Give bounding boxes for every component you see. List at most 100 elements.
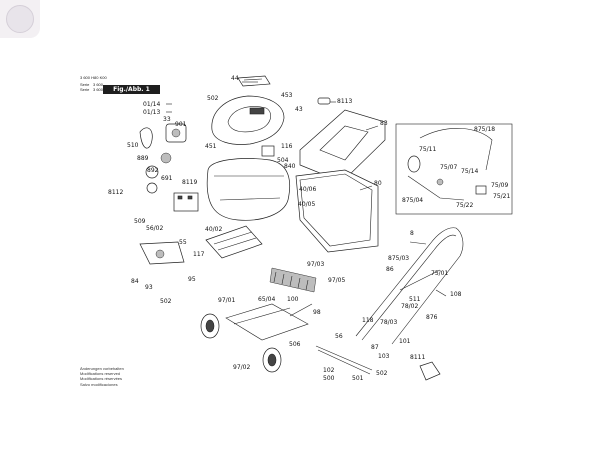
label-65-04: 65/04 xyxy=(258,296,276,303)
label-87: 87 xyxy=(371,344,379,351)
part-main-housing xyxy=(206,158,291,221)
label-506: 506 xyxy=(289,341,301,348)
footer-line-2: Modifications reserved xyxy=(80,371,121,377)
label-8113: 8113 xyxy=(337,98,353,105)
label-44: 44 xyxy=(231,75,239,82)
label-511: 511 xyxy=(409,296,421,303)
label-101: 101 xyxy=(399,338,411,345)
header-line-2b: 3 600 ... xyxy=(93,82,108,87)
label-97-02: 97/02 xyxy=(233,364,251,371)
part-83-grass-box-lid xyxy=(299,109,386,183)
header-line-3b: 3 600 ... xyxy=(93,87,108,92)
header-line-1: 3 600 H80 K00 xyxy=(80,75,107,80)
label-75-21: 75/21 xyxy=(493,193,511,200)
part-40-02-roller xyxy=(205,225,263,259)
label-80: 80 xyxy=(374,180,382,187)
header-line-2a: Serie xyxy=(80,82,90,87)
part-892-wheel xyxy=(145,165,159,179)
label-40-02: 40/02 xyxy=(205,226,223,233)
label-501: 501 xyxy=(352,375,364,382)
part-43-upper-housing xyxy=(211,95,285,145)
part-8113-clip xyxy=(317,97,331,105)
label-840: 840 xyxy=(284,163,296,170)
label-78-02: 78/02 xyxy=(401,303,419,310)
inset-handle-detail xyxy=(395,123,513,215)
label-901: 901 xyxy=(175,121,187,128)
label-502-top: 502 xyxy=(207,95,219,102)
footer-line-4: Salvo modificaciones xyxy=(80,381,118,387)
label-78-03: 78/03 xyxy=(380,319,398,326)
part-wheel-front xyxy=(200,313,220,339)
label-75-09: 75/09 xyxy=(491,182,509,189)
label-102: 102 xyxy=(323,367,335,374)
footer-line-3: Modifications réservées xyxy=(80,376,123,382)
label-86: 86 xyxy=(386,266,394,273)
label-875-18: 875/18 xyxy=(474,126,496,133)
label-40-06: 40/06 xyxy=(299,186,317,193)
label-97-01: 97/01 xyxy=(218,297,236,304)
part-8111-clip xyxy=(419,361,441,381)
label-509: 509 xyxy=(134,218,146,225)
label-453: 453 xyxy=(281,92,293,99)
header-line-3a: Serie xyxy=(80,87,90,92)
label-875-04: 875/04 xyxy=(402,197,424,204)
part-44-cover-plate xyxy=(237,75,271,87)
label-75-01: 75/01 xyxy=(431,270,449,277)
label-84: 84 xyxy=(131,278,139,285)
label-502-mid: 502 xyxy=(160,298,172,305)
label-118: 118 xyxy=(362,317,374,324)
part-98-axle xyxy=(289,303,313,317)
part-97-02-wheel-rear xyxy=(262,347,282,373)
label-510: 510 xyxy=(127,142,139,149)
label-75-11: 75/11 xyxy=(419,146,437,153)
figure-label: Fig./Abb. 1 xyxy=(103,85,160,94)
label-97-05: 97/05 xyxy=(328,277,346,284)
label-56: 56 xyxy=(335,333,343,340)
label-103: 103 xyxy=(378,353,390,360)
footer-line-1: Änderungen vorbehalten xyxy=(80,366,124,371)
label-01-14: 01/14 xyxy=(143,101,161,108)
part-80-grass-box xyxy=(295,169,379,253)
label-95: 95 xyxy=(188,276,196,283)
label-40-05: 40/05 xyxy=(298,201,316,208)
label-892: 892 xyxy=(147,167,159,174)
part-56-rod xyxy=(315,345,373,371)
label-876: 876 xyxy=(426,314,438,321)
label-691: 691 xyxy=(161,175,173,182)
part-901-switch xyxy=(165,123,187,143)
label-98: 98 xyxy=(313,309,321,316)
label-75-07: 75/07 xyxy=(440,164,458,171)
label-889: 889 xyxy=(137,155,149,162)
part-97-01-frame xyxy=(225,303,309,341)
label-01-13: 01/13 xyxy=(143,109,161,116)
part-97-03-drum xyxy=(269,267,317,293)
part-875-03-handle xyxy=(355,227,464,345)
label-8: 8 xyxy=(410,230,414,237)
label-56-02: 56/02 xyxy=(146,225,164,232)
label-875-03: 875/03 xyxy=(388,255,410,262)
watermark-logo xyxy=(0,0,40,38)
part-116-plate xyxy=(261,145,275,157)
part-510-key xyxy=(139,127,153,149)
label-43: 43 xyxy=(295,106,303,113)
label-55: 55 xyxy=(179,239,187,246)
label-75-14: 75/14 xyxy=(461,168,479,175)
part-889-knob xyxy=(160,152,172,164)
label-504: 504 xyxy=(277,157,289,164)
label-117: 117 xyxy=(193,251,205,258)
label-8112: 8112 xyxy=(108,189,124,196)
label-100: 100 xyxy=(287,296,299,303)
part-55-side-frame xyxy=(139,241,185,265)
logo-badge-icon xyxy=(6,5,34,33)
label-502-bottom: 502 xyxy=(376,370,388,377)
part-691-knob xyxy=(146,182,158,194)
label-8119: 8119 xyxy=(182,179,198,186)
label-75-22: 75/22 xyxy=(456,202,474,209)
label-97-03: 97/03 xyxy=(307,261,325,268)
label-500: 500 xyxy=(323,375,335,382)
part-8119-battery xyxy=(173,192,199,212)
label-93: 93 xyxy=(145,284,153,291)
label-108: 108 xyxy=(450,291,462,298)
